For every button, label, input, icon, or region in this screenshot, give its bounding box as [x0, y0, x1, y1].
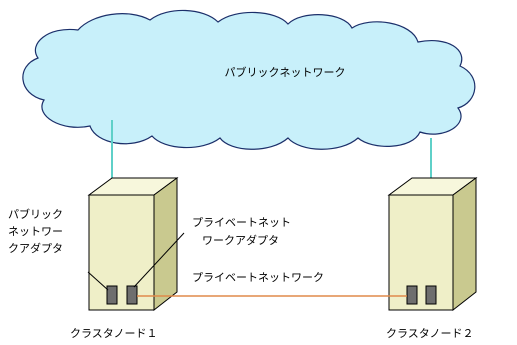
private-network-label: プライベートネットワーク: [192, 271, 324, 284]
private-adapter-label-line1: プライベートネット: [192, 216, 291, 229]
server2-public-port: [425, 285, 437, 305]
server1-private-port: [126, 285, 138, 305]
cluster-node-1-server: [87, 177, 179, 312]
cluster-node-2-server: [387, 177, 478, 312]
cloud-shape: [22, 9, 476, 150]
server2-front: [388, 194, 454, 311]
server1-front: [88, 194, 155, 311]
private-adapter-leader: [133, 232, 185, 288]
cloud-label: パブリックネットワーク: [225, 65, 346, 79]
public-network-cloud: パブリックネットワーク: [22, 9, 476, 150]
server1-public-port: [106, 285, 118, 305]
public-adapter-label-line2: ネットワー: [8, 225, 63, 238]
cluster-node-1-label: クラスタノード１: [70, 327, 157, 340]
public-adapter-label-line3: クアダプタ: [8, 241, 63, 255]
private-adapter-label-line2: ワークアダプタ: [202, 233, 279, 247]
cluster-node-2-label: クラスタノード２: [386, 327, 473, 340]
public-adapter-label-line1: パブリック: [8, 207, 63, 221]
public-adapter-leader: [87, 271, 109, 291]
server2-private-port: [406, 285, 418, 305]
server2-side: [452, 177, 477, 312]
